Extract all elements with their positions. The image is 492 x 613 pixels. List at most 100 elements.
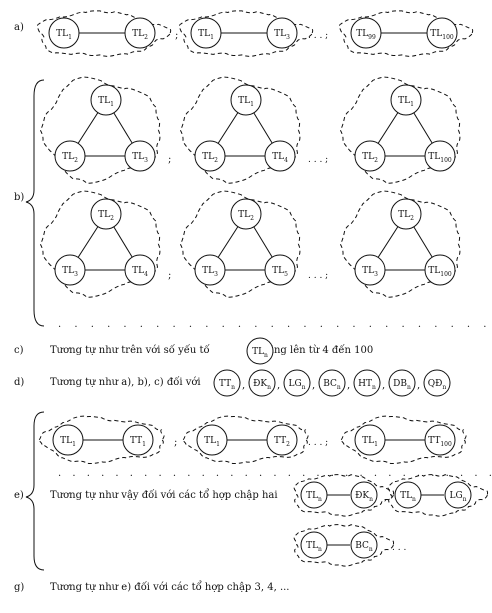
node-d-1: ĐKn <box>248 369 276 397</box>
svg-text:TL2: TL2 <box>202 152 218 164</box>
node-a-left: TL1 <box>190 17 222 49</box>
svg-text:TL2: TL2 <box>98 210 114 222</box>
svg-text:LGn: LGn <box>288 379 305 391</box>
node-b-top: TL1 <box>390 84 422 116</box>
node-a-left: TL1 <box>48 17 80 49</box>
node-b-left: TL3 <box>354 254 386 286</box>
node-b-top: TL2 <box>90 198 122 230</box>
brace-b <box>25 79 45 327</box>
node-b-top: TL1 <box>230 84 262 116</box>
node-b-left: TL2 <box>354 140 386 172</box>
separator-e1: ; <box>174 437 177 448</box>
node-b-top: TL2 <box>230 198 262 230</box>
node-e-left: TL1 <box>354 424 386 456</box>
svg-text:TL2: TL2 <box>362 152 378 164</box>
separator-d: , <box>382 380 385 391</box>
svg-text:TL1: TL1 <box>60 436 76 448</box>
node-a-right: TL100 <box>426 17 458 49</box>
dashed-cloud <box>339 190 461 298</box>
dashed-cloud <box>339 76 461 184</box>
svg-text:ĐKn: ĐKn <box>253 379 271 391</box>
node-e-right: TT1 <box>122 424 154 456</box>
svg-text:TL1: TL1 <box>238 96 254 108</box>
svg-text:BCn: BCn <box>323 379 341 391</box>
svg-text:TLn: TLn <box>252 347 268 359</box>
dashed-cloud <box>338 10 474 57</box>
node-b-left: TL2 <box>54 140 86 172</box>
separator-b4: . . . ; <box>308 271 328 281</box>
node-b-right: TL100 <box>424 254 456 286</box>
separator-d: , <box>347 380 350 391</box>
svg-text:TL100: TL100 <box>430 29 454 41</box>
svg-text:TLn: TLn <box>400 491 416 503</box>
node-b-top: TL1 <box>90 84 122 116</box>
svg-text:ĐKn: ĐKn <box>355 491 373 503</box>
node-e2-left: TLn <box>394 481 422 509</box>
separator-b1: ; <box>168 154 171 165</box>
row-label-c: c) <box>14 345 24 356</box>
separator-d: , <box>242 380 245 391</box>
svg-text:TLn: TLn <box>306 491 322 503</box>
separator-d: , <box>277 380 280 391</box>
svg-text:TL4: TL4 <box>132 266 148 278</box>
dashed-cloud <box>178 10 314 57</box>
node-e2-right: LGn <box>444 481 472 509</box>
dashed-cloud <box>179 76 301 184</box>
node-d-5: DBn <box>388 369 416 397</box>
row-label-a: a) <box>14 22 24 33</box>
row-label-e: e) <box>14 490 24 501</box>
dotted-line-e: . . . . . . . . . . . . . . . . . . . . … <box>58 468 492 479</box>
node-b-right: TL3 <box>124 140 156 172</box>
svg-text:TL2: TL2 <box>62 152 78 164</box>
node-d-0: TTn <box>213 369 241 397</box>
node-b-right: TL5 <box>264 254 296 286</box>
node-e2-right: ĐKn <box>350 481 378 509</box>
svg-text:TL4: TL4 <box>272 152 288 164</box>
svg-text:TT100: TT100 <box>428 436 452 448</box>
svg-text:TL1: TL1 <box>398 96 414 108</box>
node-b-right: TL4 <box>264 140 296 172</box>
svg-text:TL3: TL3 <box>274 29 290 41</box>
dashed-cloud <box>339 415 467 465</box>
node-e2-left: TLn <box>300 481 328 509</box>
separator-e3: , <box>384 492 387 503</box>
row-label-b: b) <box>14 192 25 203</box>
svg-text:TL5: TL5 <box>272 266 288 278</box>
dashed-cloud <box>293 524 395 567</box>
row-d-text: Tương tự như a), b), c) đối với <box>50 377 201 388</box>
dashed-cloud <box>39 190 161 298</box>
svg-text:TL2: TL2 <box>132 29 148 41</box>
svg-text:TLn: TLn <box>306 541 322 553</box>
svg-text:TT2: TT2 <box>274 436 290 448</box>
dashed-cloud <box>293 474 395 517</box>
node-b-right: TL4 <box>124 254 156 286</box>
svg-text:TL2: TL2 <box>398 210 414 222</box>
dashed-cloud <box>387 474 489 517</box>
svg-text:TL3: TL3 <box>362 266 378 278</box>
separator-b3: ; <box>168 270 171 281</box>
node-a-right: TL3 <box>266 17 298 49</box>
node-b-left: TL2 <box>194 140 226 172</box>
svg-text:TL100: TL100 <box>428 266 452 278</box>
separator-a1: ; <box>175 30 178 41</box>
svg-text:HTn: HTn <box>358 379 376 391</box>
brace-e <box>25 411 45 571</box>
node-c-inline: TLn <box>246 337 274 365</box>
node-a-left: TL99 <box>350 17 382 49</box>
node-b-left: TL3 <box>194 254 226 286</box>
dashed-cloud <box>39 76 161 184</box>
svg-text:TL1: TL1 <box>198 29 214 41</box>
node-e-right: TT2 <box>266 424 298 456</box>
node-e-left: TL1 <box>196 424 228 456</box>
dashed-cloud <box>179 190 301 298</box>
node-b-left: TL3 <box>54 254 86 286</box>
svg-text:TL3: TL3 <box>202 266 218 278</box>
node-b-top: TL2 <box>390 198 422 230</box>
row-c-text-before: Tương tự như trên với số yếu tố <box>50 345 210 356</box>
node-d-3: BCn <box>318 369 346 397</box>
separator-d: , <box>417 380 420 391</box>
row-e-text: Tương tự như vậy đối với các tổ hợp chập… <box>50 490 278 501</box>
svg-text:DBn: DBn <box>393 379 411 391</box>
svg-text:TL99: TL99 <box>356 29 376 41</box>
svg-text:LGn: LGn <box>449 491 466 503</box>
